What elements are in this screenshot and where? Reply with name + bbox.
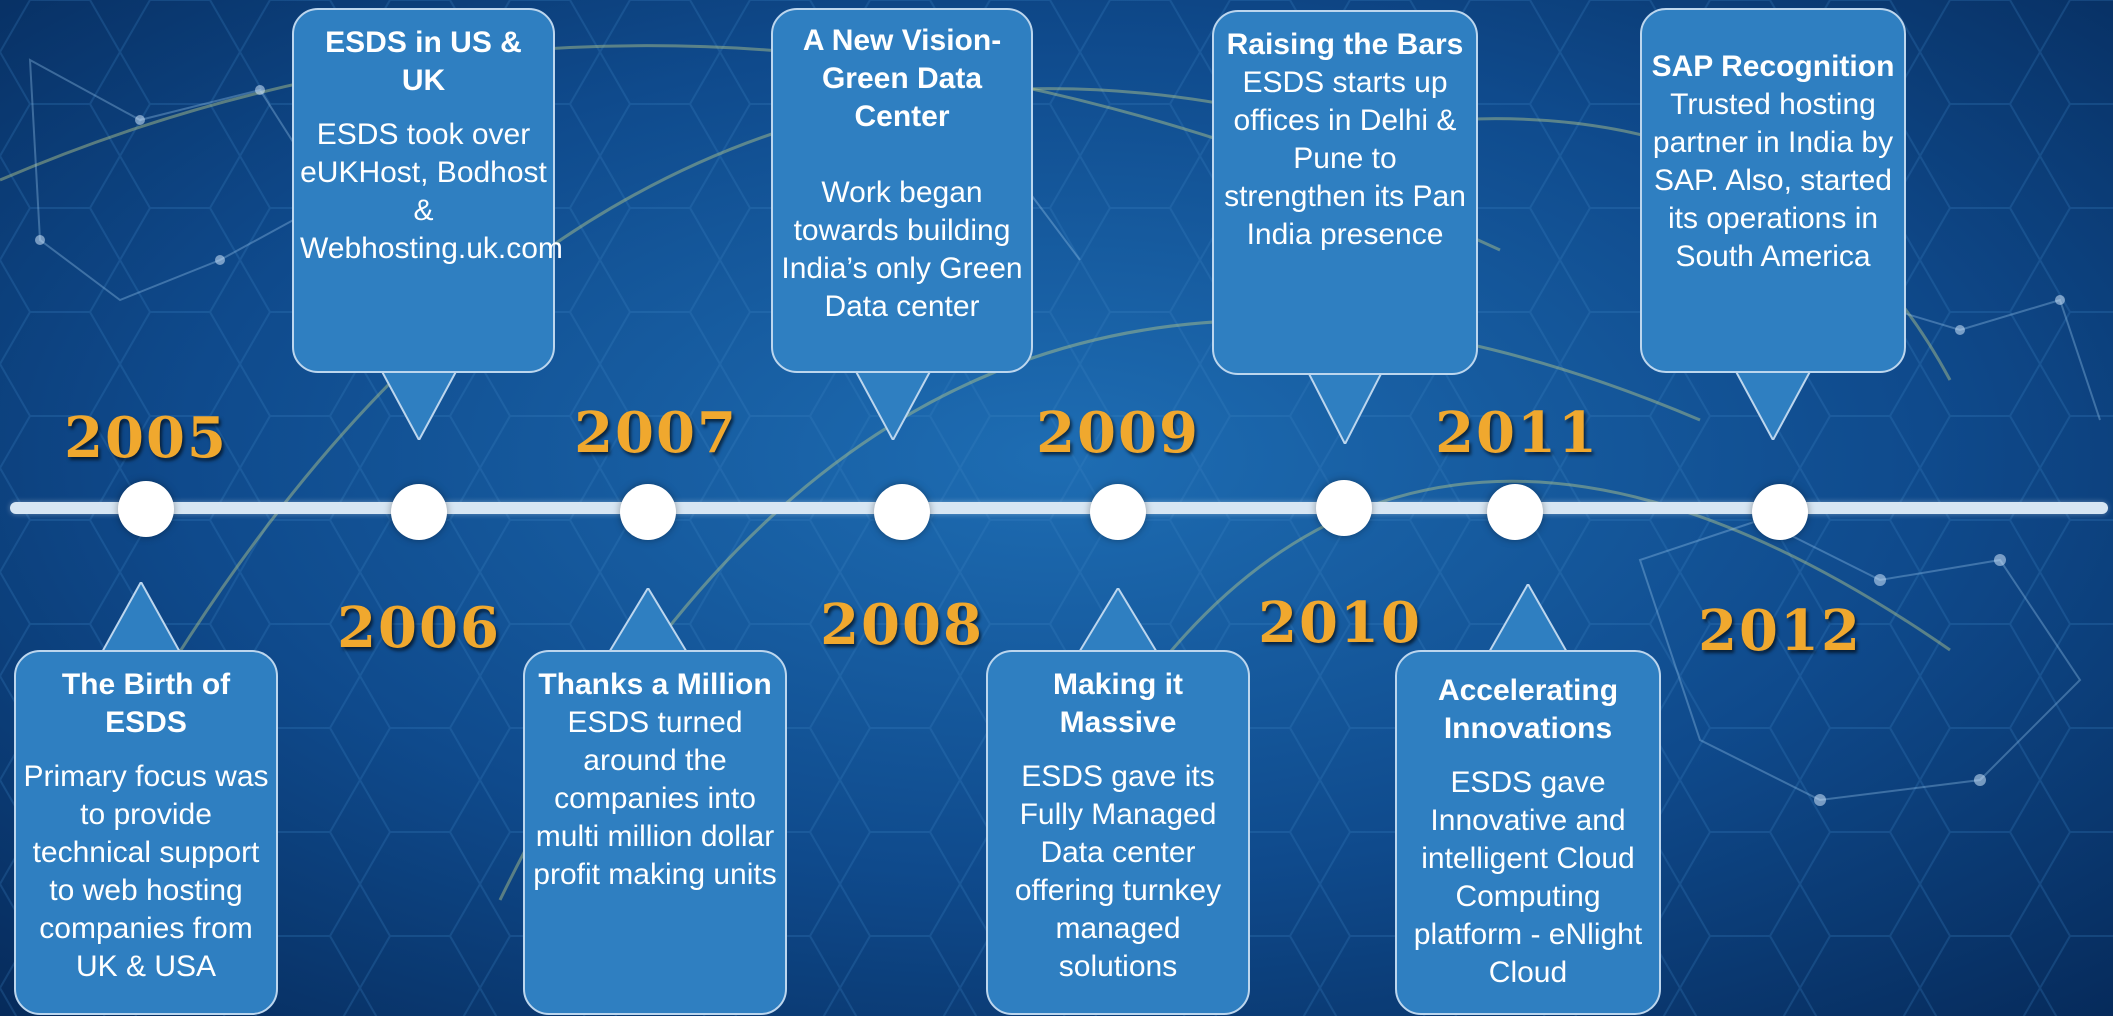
milestone-title: The Birth of ESDS xyxy=(61,668,231,739)
timeline-dot-2012 xyxy=(1752,484,1808,540)
milestone-callout-2005: The Birth of ESDS Primary focus was to p… xyxy=(14,650,278,1015)
callout-pointer-2007 xyxy=(608,588,688,654)
milestone-title: Thanks a Million xyxy=(538,668,772,701)
milestone-callout-2007: Thanks a Million ESDS turned around the … xyxy=(523,650,787,1015)
year-label-2009: 2009 xyxy=(1036,400,1200,466)
milestone-callout-2006: ESDS in US & UK ESDS took over eUKHost, … xyxy=(292,8,563,373)
milestone-title: Making it Massive xyxy=(1052,668,1183,739)
timeline-dot-2011 xyxy=(1487,484,1543,540)
callout-pointer-2005 xyxy=(101,582,181,654)
milestone-description: ESDS took over eUKHost, Bodhost & Webhos… xyxy=(300,118,563,265)
year-label-2011: 2011 xyxy=(1435,400,1599,466)
milestone-title: Raising the Bars xyxy=(1226,28,1464,61)
callout-pointer-2011 xyxy=(1488,584,1568,654)
milestone-description: Trusted hosting partner in India by SAP.… xyxy=(1652,88,1894,273)
callout-pointer-2009 xyxy=(1078,588,1158,654)
milestone-description: ESDS turned around the companies into mu… xyxy=(533,706,777,891)
callout-pointer-2012 xyxy=(1733,366,1813,440)
milestone-title: SAP Recognition xyxy=(1651,50,1895,83)
year-label-2006: 2006 xyxy=(337,595,501,661)
year-label-2008: 2008 xyxy=(820,592,984,658)
milestone-description: Work began towards building India’s only… xyxy=(781,176,1023,323)
year-label-2005: 2005 xyxy=(64,405,228,471)
milestone-title: ESDS in US & UK xyxy=(325,26,522,97)
timeline-dot-2006 xyxy=(391,484,447,540)
milestone-callout-2010: Raising the Bars ESDS starts up offices … xyxy=(1212,10,1478,375)
milestone-title: A New Vision- Green Data Center xyxy=(802,24,1002,133)
timeline-dot-2007 xyxy=(620,484,676,540)
milestone-title: Accelerating Innovations xyxy=(1437,674,1619,745)
milestone-callout-2009: Making it Massive ESDS gave its Fully Ma… xyxy=(986,650,1250,1015)
milestone-callout-2011: Accelerating Innovations ESDS gave Innov… xyxy=(1395,650,1661,1015)
year-label-2012: 2012 xyxy=(1698,598,1862,664)
year-label-2007: 2007 xyxy=(574,400,738,466)
milestone-callout-2008: A New Vision- Green Data Center Work beg… xyxy=(771,8,1033,373)
year-label-2010: 2010 xyxy=(1258,590,1422,656)
callout-pointer-2010 xyxy=(1305,366,1385,444)
timeline-dot-2005 xyxy=(118,481,174,537)
milestone-description: ESDS starts up offices in Delhi & Pune t… xyxy=(1224,66,1466,251)
callout-pointer-2008 xyxy=(853,366,933,440)
milestone-description: Primary focus was to provide technical s… xyxy=(23,760,269,983)
timeline-axis xyxy=(10,502,2108,514)
callout-pointer-2006 xyxy=(379,366,459,440)
timeline-dot-2009 xyxy=(1090,484,1146,540)
timeline-dot-2008 xyxy=(874,484,930,540)
milestone-callout-2012: SAP Recognition Trusted hosting partner … xyxy=(1640,8,1906,373)
milestone-description: ESDS gave its Fully Managed Data center … xyxy=(1014,760,1222,983)
milestone-description: ESDS gave Innovative and intelligent Clo… xyxy=(1413,766,1643,989)
timeline-dot-2010 xyxy=(1316,480,1372,536)
